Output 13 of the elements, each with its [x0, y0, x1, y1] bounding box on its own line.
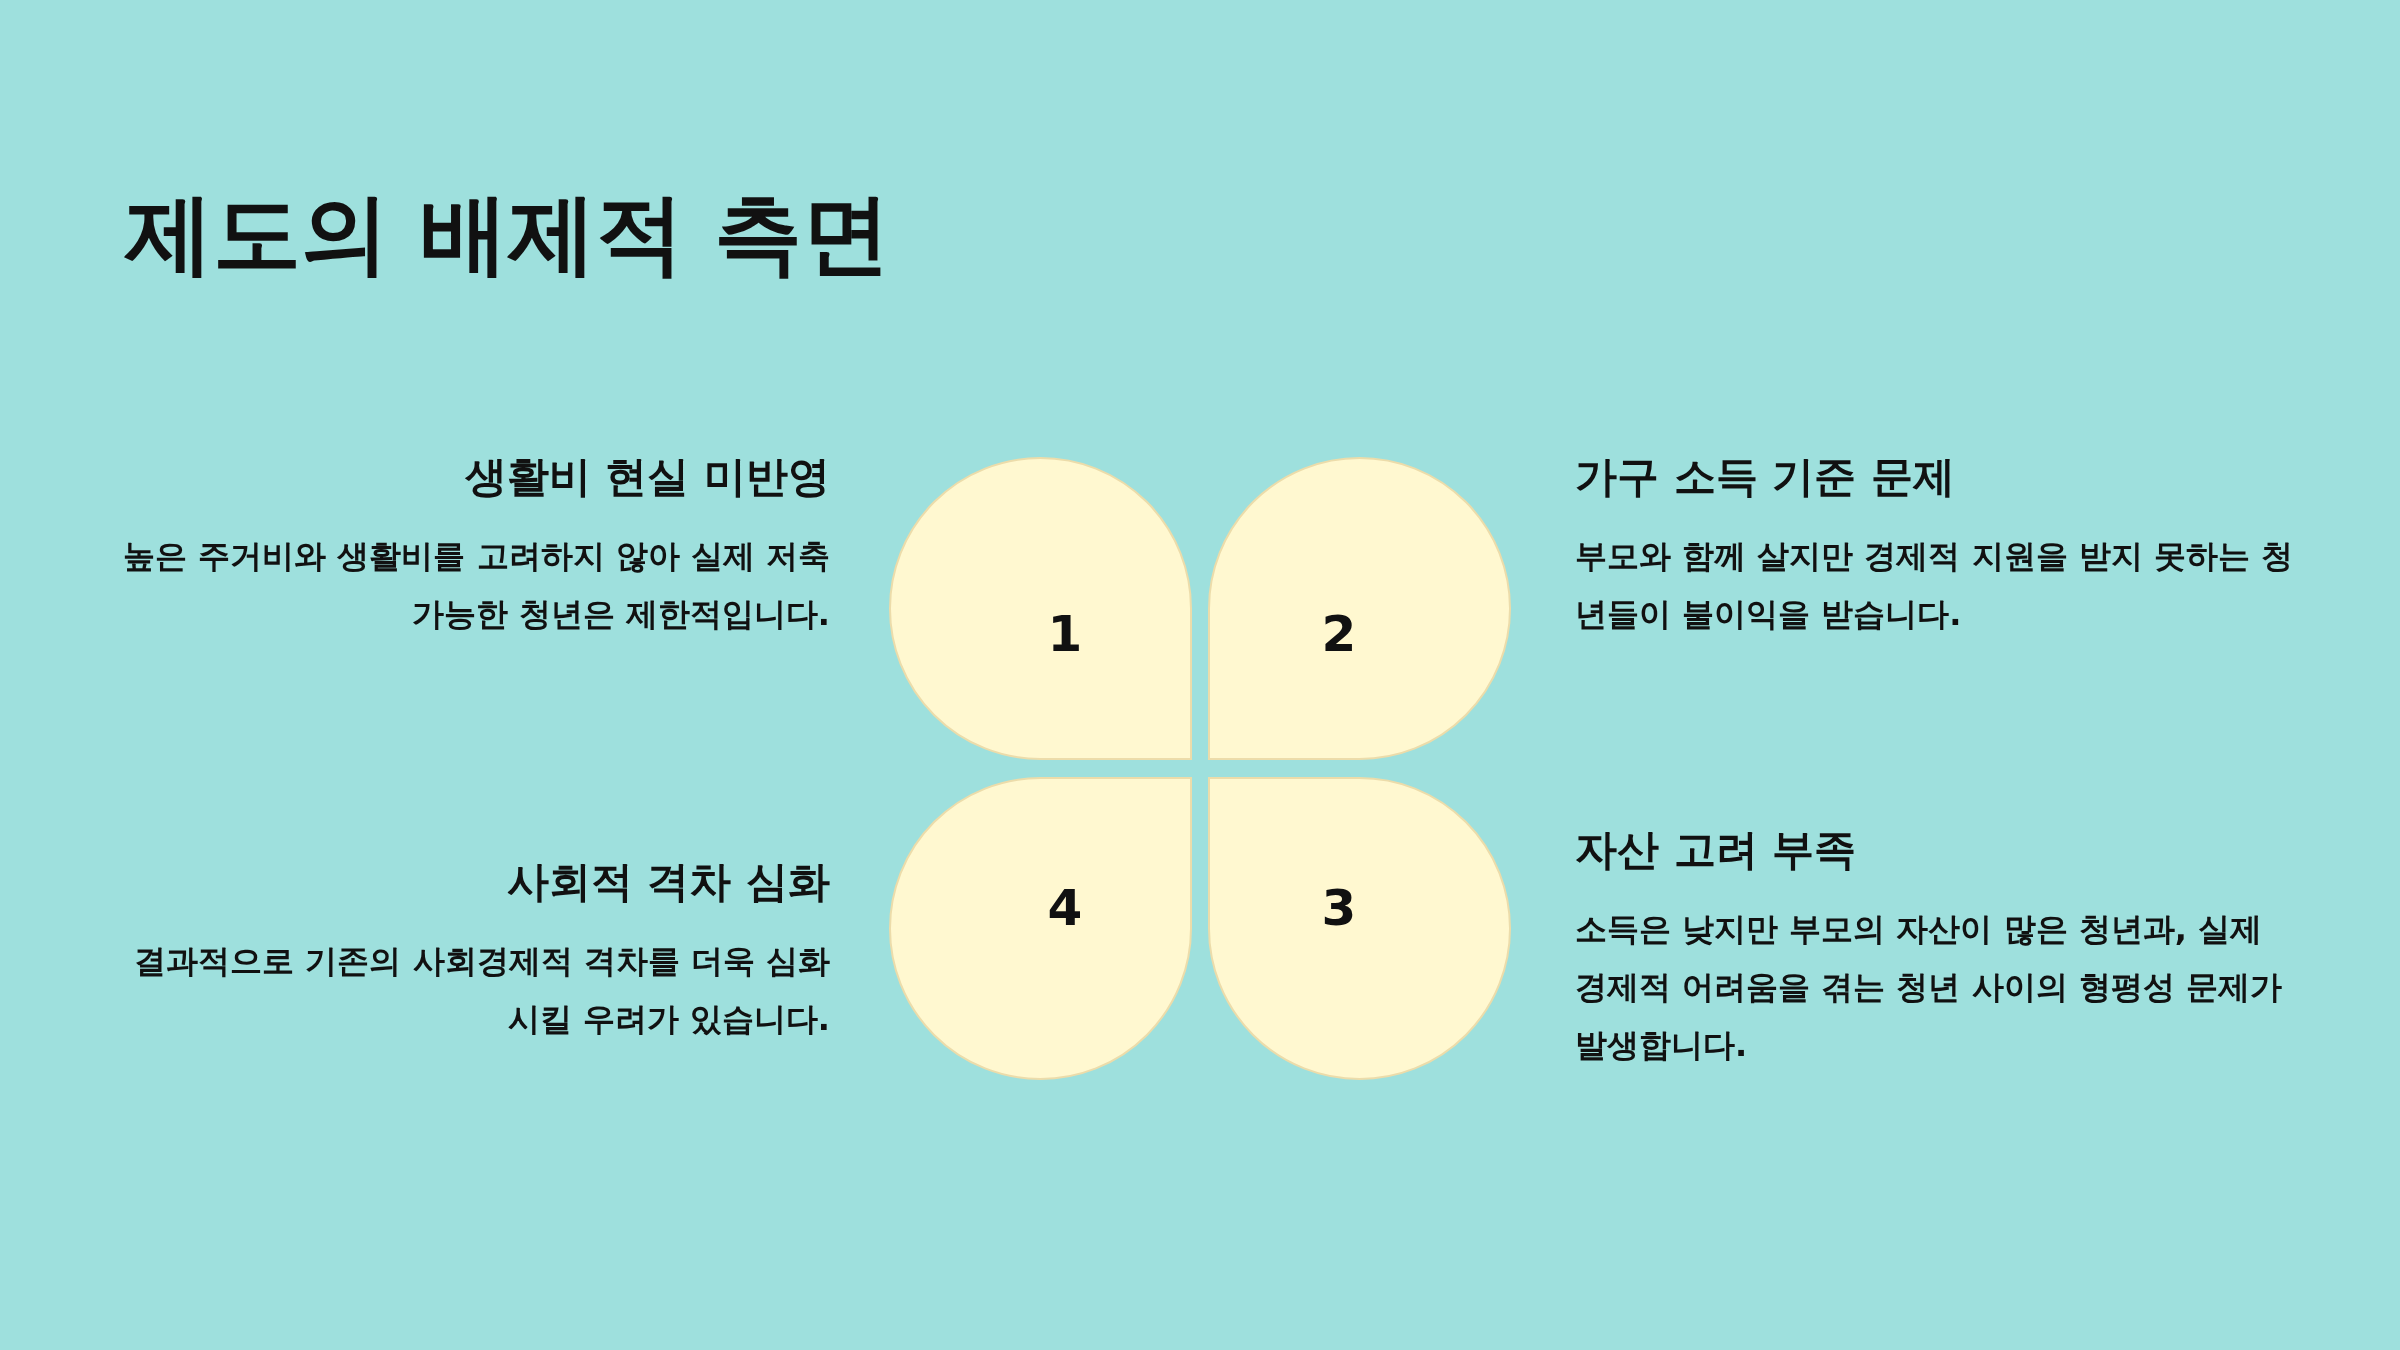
step-number: 3 — [1321, 883, 1357, 933]
section-heading: 자산 고려 부족 — [1575, 824, 1857, 876]
section-heading: 사회적 격차 심화 — [506, 856, 830, 908]
description-text: 부모와 함께 살지만 경제적 지원을 받지 못하는 청년들이 불이익을 받습니다. — [1575, 535, 2294, 635]
description-text: 결과적으로 기존의 사회경제적 격차를 더욱 심화시킬 우려가 있습니다. — [133, 940, 830, 1040]
section-heading: 생활비 현실 미반영 — [464, 451, 830, 503]
section-heading: 가구 소득 기준 문제 — [1575, 451, 1955, 503]
description-text: 높은 주거비와 생활비를 고려하지 않아 실제 저축 가능한 청년은 제한적입니다. — [122, 535, 830, 635]
step-number: 2 — [1321, 609, 1357, 659]
title: 제도의 배제적 측면 — [125, 181, 891, 287]
step-number: 1 — [1047, 609, 1083, 659]
step-number: 4 — [1047, 883, 1083, 933]
description-text: 소득은 낮지만 부모의 자산이 많은 청년과, 실제 경제적 어려움을 겪는 청년 사이의 형평성 문제가 발생합니다. — [1575, 908, 2283, 1066]
